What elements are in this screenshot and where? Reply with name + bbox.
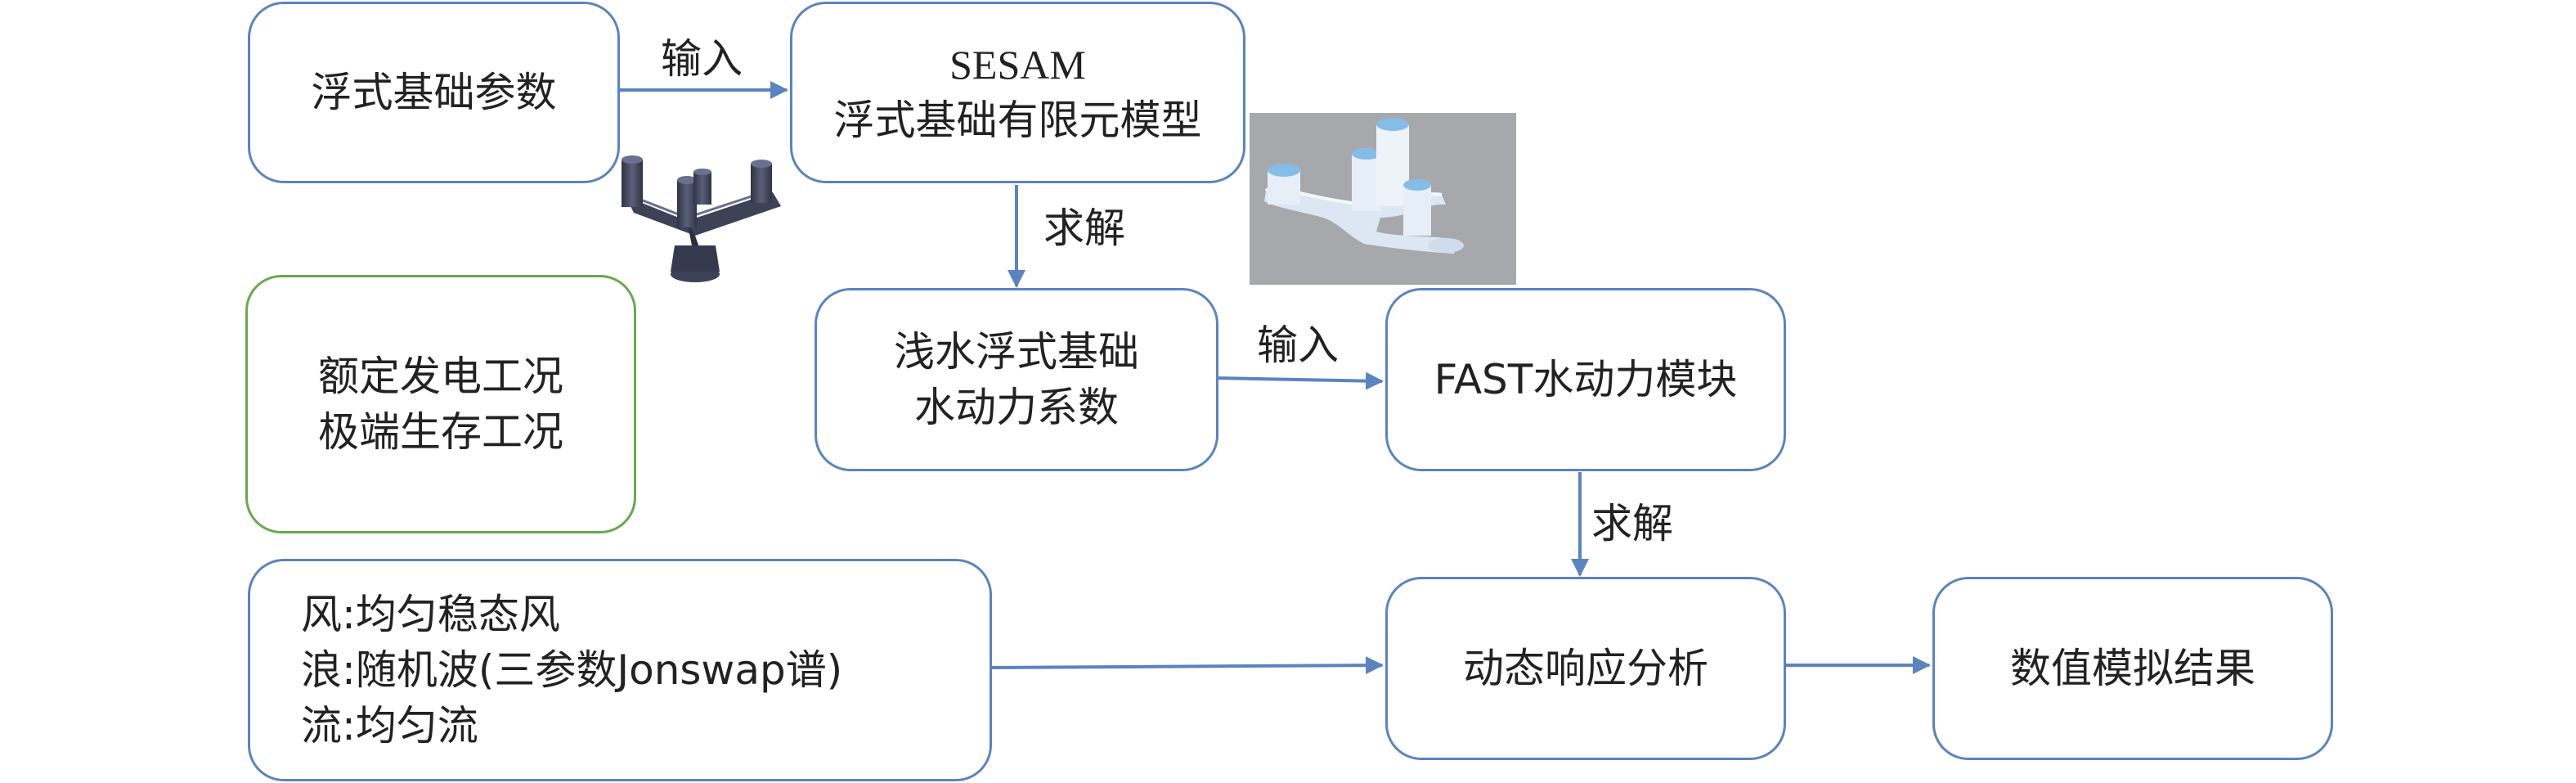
node-text: FAST水动力模块 [1434, 356, 1738, 403]
node-text: 风:均匀稳态风 [301, 591, 560, 638]
edge-label-input-2: 输入 [1257, 322, 1339, 369]
node-dynamic-response: 动态响应分析 [1385, 577, 1786, 760]
node-load-conditions: 额定发电工况 极端生存工况 [245, 275, 636, 533]
node-text: 浮式基础参数 [311, 69, 557, 116]
foundation-model-dark-image [622, 155, 781, 282]
node-text: 浅水浮式基础 [894, 328, 1139, 376]
node-text: 浪:随机波(三参数Jonswap谱) [301, 646, 843, 694]
node-text: 水动力系数 [914, 384, 1119, 431]
edge-label-input-1: 输入 [661, 35, 743, 83]
node-text: 动态响应分析 [1463, 645, 1708, 692]
arrow-env-to-dynamic [989, 656, 1384, 675]
edge-label-solve-1: 求解 [1043, 205, 1125, 252]
arrow-coeff-to-fast [1216, 371, 1384, 390]
node-simulation-result: 数值模拟结果 [1932, 577, 2333, 760]
node-foundation-params: 浮式基础参数 [248, 2, 620, 183]
node-sesam-fe-model: SESAM 浮式基础有限元模型 [790, 2, 1245, 183]
node-environment: 风:均匀稳态风 浪:随机波(三参数Jonswap谱) 流:均匀流 [248, 559, 992, 781]
node-text: 额定发电工况 [318, 353, 563, 400]
node-text: 极端生存工况 [318, 408, 563, 456]
node-text: 流:均匀流 [301, 702, 478, 749]
node-fast-hydro-module: FAST水动力模块 [1385, 288, 1786, 471]
node-hydro-coefficients: 浅水浮式基础 水动力系数 [815, 288, 1218, 471]
node-text: 浮式基础有限元模型 [833, 97, 1202, 144]
node-text: 数值模拟结果 [2010, 645, 2255, 692]
edge-label-solve-2: 求解 [1591, 500, 1673, 547]
node-text: SESAM [949, 42, 1086, 88]
foundation-model-render-image [1250, 113, 1516, 285]
